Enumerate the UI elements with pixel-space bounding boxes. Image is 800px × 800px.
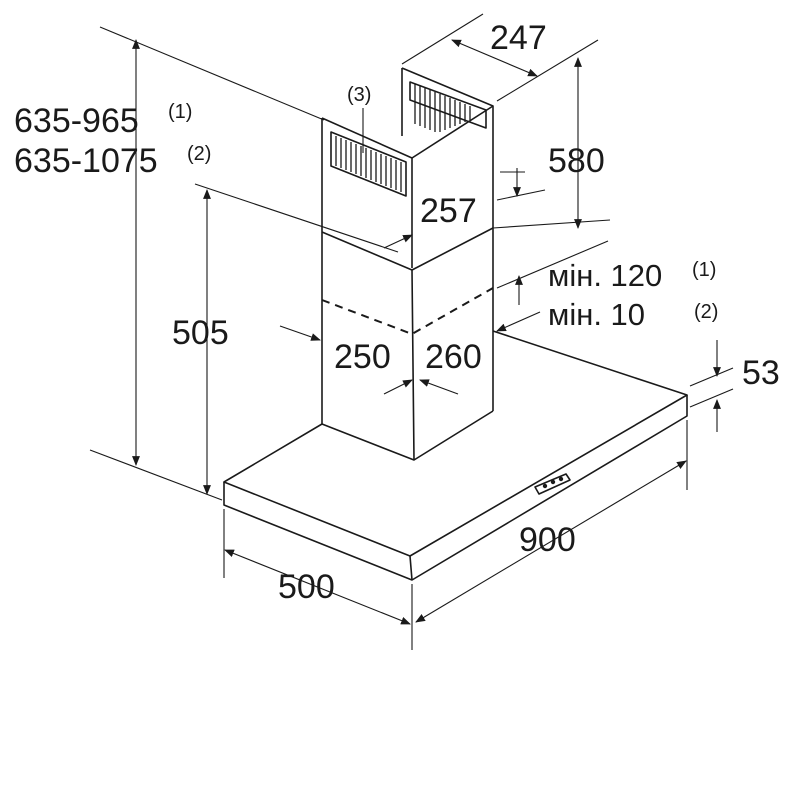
label-note-1b: (1) <box>692 259 716 281</box>
label-note-2: (2) <box>187 143 211 165</box>
label-580: 580 <box>548 142 605 180</box>
control-panel-buttons <box>534 473 571 495</box>
dimension-labels: 635-965 (1) 635-1075 (2) (3) 247 580 257… <box>14 19 780 606</box>
label-260: 260 <box>425 338 482 376</box>
alternate-chimney-line <box>321 287 494 336</box>
upper-chimney-right-panel <box>411 105 494 159</box>
canopy-front <box>223 395 688 581</box>
lower-chimney <box>411 228 494 461</box>
dimension-lines <box>89 13 734 650</box>
canopy-front-edge <box>409 555 413 581</box>
label-note-1: (1) <box>168 101 192 123</box>
label-height-range-2: 635-1075 <box>14 142 158 180</box>
label-257: 257 <box>420 192 477 230</box>
label-min-120: мін. 120 <box>548 258 662 293</box>
chimney-joint <box>321 227 494 271</box>
label-247: 247 <box>490 19 547 57</box>
label-250: 250 <box>334 338 391 376</box>
vent-grille-back <box>409 81 487 132</box>
label-min-10: мін. 10 <box>548 297 645 332</box>
label-505: 505 <box>172 314 229 352</box>
label-900: 900 <box>519 521 576 559</box>
vent-grille-left <box>330 131 407 197</box>
label-note-3: (3) <box>347 84 371 106</box>
label-height-range-1: 635-965 <box>14 102 139 140</box>
lower-chimney-bottom <box>321 410 494 461</box>
label-53: 53 <box>742 354 780 392</box>
label-note-2b: (2) <box>694 301 718 323</box>
label-500: 500 <box>278 568 335 606</box>
